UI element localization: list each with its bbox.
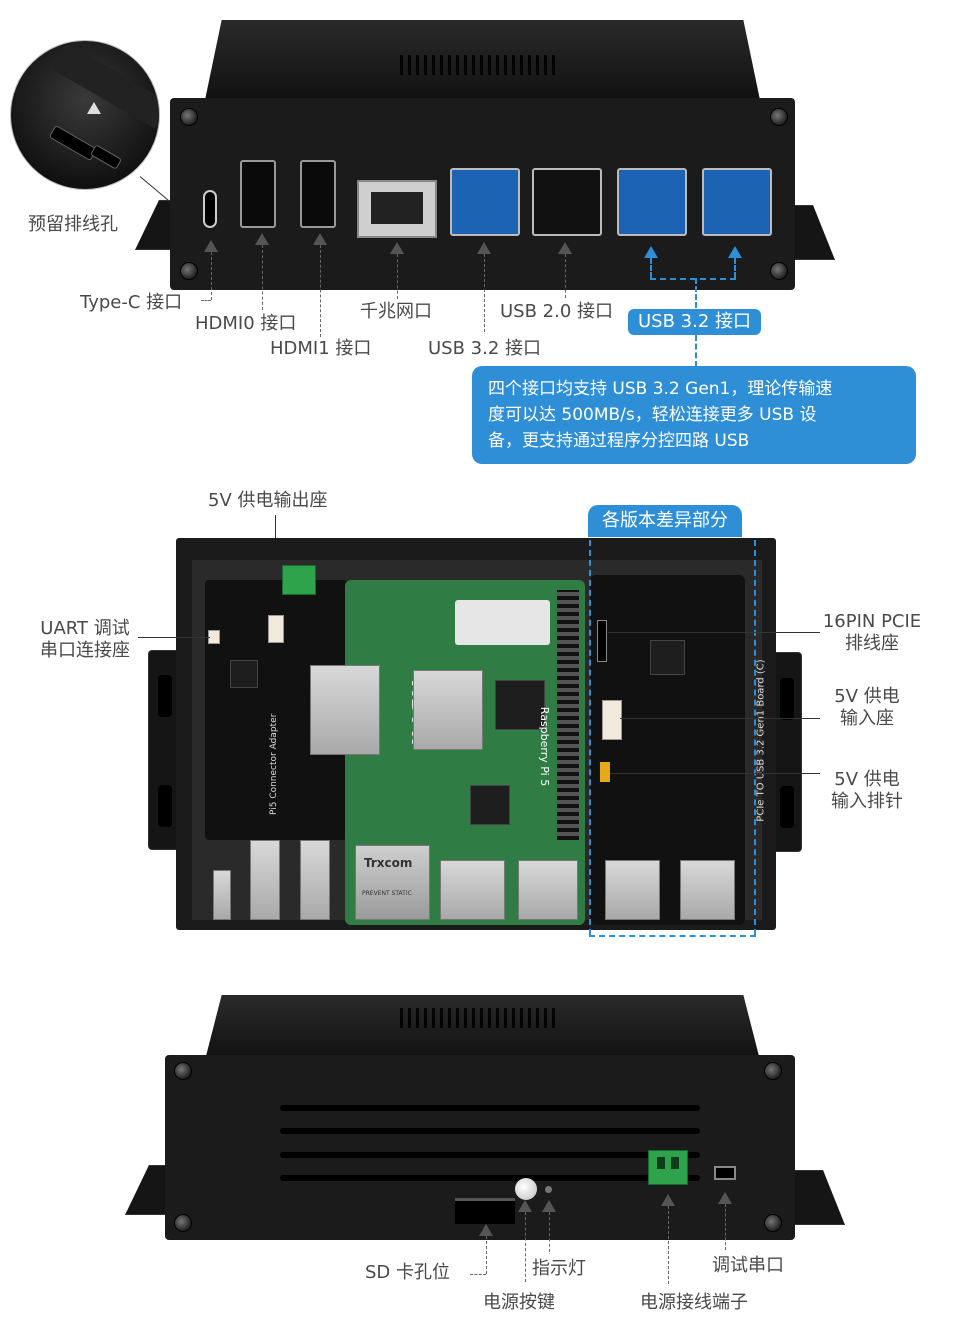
power-button (515, 1178, 537, 1200)
note-line-2: 度可以达 500MB/s，轻松连接更多 USB 设 (488, 405, 817, 425)
hole-arrow-icon (87, 102, 101, 114)
ethernet-label: 千兆网口 (360, 301, 432, 322)
power-pin-line-2: 输入排针 (831, 791, 903, 812)
power-terminal (648, 1150, 688, 1185)
usb32-left-label: USB 3.2 接口 (428, 338, 542, 359)
power-pin-label: 5V 供电 输入排针 (812, 769, 922, 813)
power-button-label: 电源按键 (483, 1292, 555, 1313)
hdmi-ports-module (310, 665, 380, 755)
gpio-header (557, 590, 579, 840)
uart-line-1: UART 调试 (40, 618, 130, 639)
power-in-line-2: 输入座 (840, 708, 894, 729)
usb32-port-3 (702, 168, 772, 236)
pcie-board-label: PCIe TO USB 3.2 Gen1 Board (C) (755, 659, 767, 822)
ethernet-jack: Trxcom PREVENT STATIC (355, 845, 430, 920)
power-pin-line-1: 5V 供电 (834, 769, 900, 790)
power-in-connector (602, 700, 622, 740)
sd-label: SD 卡孔位 (365, 1262, 451, 1283)
power-out-connector (268, 615, 284, 643)
eth-brand: Trxcom (364, 856, 413, 870)
pcie-connector (597, 620, 607, 662)
power-in-line-1: 5V 供电 (834, 686, 900, 707)
usb20-label: USB 2.0 接口 (500, 301, 614, 322)
sd-slot (455, 1198, 515, 1224)
usb20-port (532, 168, 602, 236)
power-in-pins (600, 762, 610, 782)
note-line-1: 四个接口均支持 USB 3.2 Gen1，理论传输速 (488, 379, 833, 399)
usb-note-box: 四个接口均支持 USB 3.2 Gen1，理论传输速 度可以达 500MB/s，… (472, 366, 916, 464)
hdmi1-label: HDMI1 接口 (270, 338, 372, 359)
debug-port (714, 1166, 736, 1180)
pcie-line-1: 16PIN PCIE (822, 611, 922, 632)
note-line-3: 备，更支持通过程序分控四路 USB (488, 431, 750, 451)
uart-label: UART 调试 串口连接座 (30, 618, 140, 662)
pcie-line-2: 排线座 (845, 633, 899, 654)
rpi-board-label: Raspberry Pi 5 (538, 706, 552, 787)
top-vent (400, 55, 560, 75)
diff-title: 各版本差异部分 (588, 505, 742, 537)
usb32-port-2 (617, 168, 687, 236)
uart-line-2: 串口连接座 (40, 640, 130, 661)
hole-label: 预留排线孔 (28, 214, 118, 235)
typec-label: Type-C 接口 (80, 292, 183, 313)
hdmi0-port (240, 160, 276, 228)
green-terminal (282, 565, 316, 595)
usb32-right-label: USB 3.2 接口 (628, 309, 762, 335)
soc-heatsink (413, 670, 483, 750)
indicator-led (545, 1186, 552, 1193)
terminal-label: 电源接线端子 (640, 1292, 748, 1313)
power-out-label: 5V 供电输出座 (208, 490, 328, 511)
usb32-port-1 (450, 168, 520, 236)
zoom-circle (10, 40, 160, 190)
pcie-label: 16PIN PCIE 排线座 (812, 611, 932, 655)
hdmi0-label: HDMI0 接口 (195, 313, 297, 334)
power-in-label: 5V 供电 输入座 (812, 686, 922, 730)
eth-sub: PREVENT STATIC (362, 890, 412, 897)
adapter-board-label: Pi5 Connector Adapter (269, 713, 279, 815)
debug-label: 调试串口 (712, 1255, 784, 1276)
hdmi1-port (300, 160, 336, 228)
indicator-label: 指示灯 (532, 1258, 586, 1279)
ethernet-port (357, 180, 437, 238)
typec-port (203, 190, 217, 228)
